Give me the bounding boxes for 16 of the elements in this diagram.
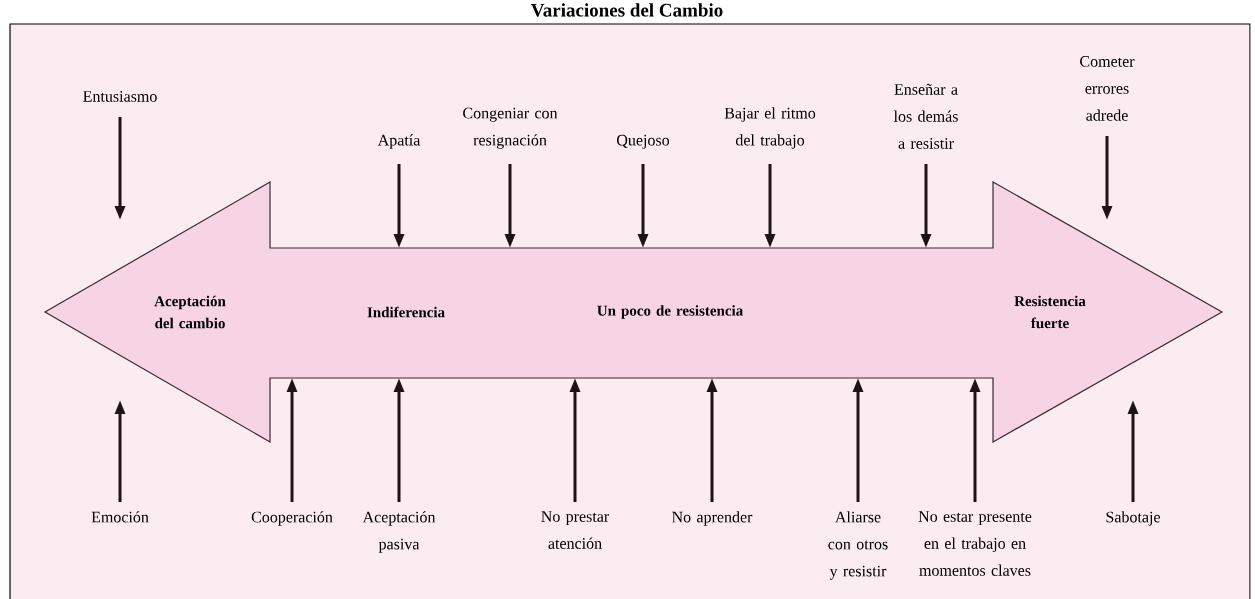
behavior-label: Sabotaje [1106,511,1160,526]
behavior-label: Aliarse con otros y resistir [828,511,888,580]
behavior-label: Emoción [91,511,149,523]
behavior-label: Enseñar a los demás a resistir [893,83,958,149]
behavior-label: No prestar atención [541,511,610,549]
behavior-label: Apatía [377,134,421,149]
title: Variaciones del Cambio [531,3,723,17]
behavior-label: Cooperación [251,511,333,526]
behavior-label: Bajar el ritmo del trabajo [724,107,816,149]
behavior-label: No aprender [672,511,753,526]
behavior-label: No estar presente en el trabajo en momentos claves [918,511,1032,576]
behavior-label: Aceptación pasiva [362,511,436,553]
behavior-label: Cometer errores adrede [1080,56,1135,121]
behavior-label: Entusiasmo [83,91,157,102]
behavior-label: Quejoso [617,134,670,149]
behavior-label: Congeniar con resignación [463,107,558,149]
